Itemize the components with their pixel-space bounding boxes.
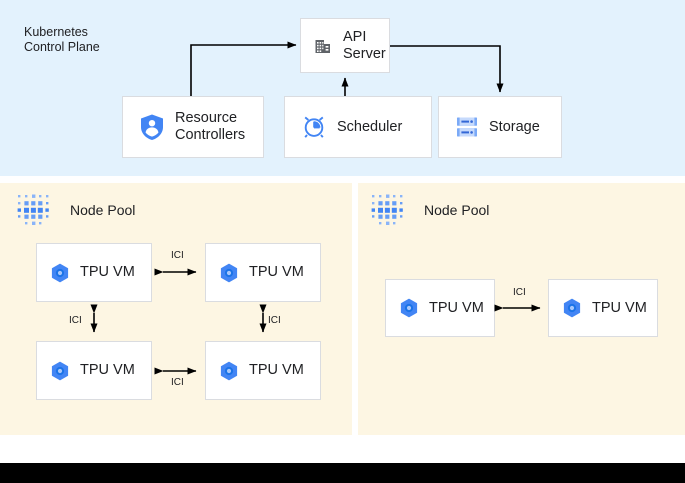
tpu-hex-icon [561,297,583,319]
building-icon [313,36,333,56]
tpu-vm-label: TPU VM [80,362,135,378]
tpu-vm-label: TPU VM [429,299,484,316]
tpu-vm-node[interactable]: TPU VM [36,243,152,302]
ici-label-bottom: ICI [171,377,184,388]
node-pool-1-header: Node Pool [16,192,135,228]
bottom-bar [0,463,685,483]
tpu-vm-node[interactable]: TPU VM [36,341,152,400]
tpu-vm-label: TPU VM [592,299,647,316]
tpu-hex-icon [49,262,71,284]
tpu-hex-icon [398,297,420,319]
api-server-label: API Server [343,28,386,62]
tpu-cluster-dots-icon [370,192,410,228]
resource-controllers-node[interactable]: Resource Controllers [122,96,264,158]
scheduler-node[interactable]: Scheduler [284,96,432,158]
ici-label-top: ICI [171,250,184,261]
ici-label-right: ICI [268,315,281,326]
shield-user-icon [139,113,165,141]
tpu-vm-node[interactable]: TPU VM [385,279,495,337]
ici-label-pool2: ICI [513,287,526,298]
tpu-vm-label: TPU VM [80,264,135,280]
tpu-hex-icon [49,360,71,382]
storage-node[interactable]: Storage [438,96,562,158]
scheduler-label: Scheduler [337,118,403,135]
resource-controllers-label: Resource Controllers [175,110,246,143]
server-rack-icon [455,114,479,140]
tpu-vm-node[interactable]: TPU VM [205,341,321,400]
ici-label-left: ICI [69,315,82,326]
tpu-vm-node[interactable]: TPU VM [205,243,321,302]
api-server-node[interactable]: API Server [300,18,390,73]
node-pool-2-title: Node Pool [424,202,490,218]
tpu-vm-label: TPU VM [249,264,304,280]
node-pool-1-title: Node Pool [70,202,136,218]
tpu-hex-icon [218,360,240,382]
node-pool-2-header: Node Pool [370,192,489,228]
tpu-cluster-dots-icon [16,192,56,228]
tpu-hex-icon [218,262,240,284]
storage-label: Storage [489,118,540,135]
tpu-vm-node[interactable]: TPU VM [548,279,658,337]
tpu-vm-label: TPU VM [249,362,304,378]
control-plane-title: Kubernetes Control Plane [24,25,100,54]
alarm-clock-icon [301,114,327,140]
